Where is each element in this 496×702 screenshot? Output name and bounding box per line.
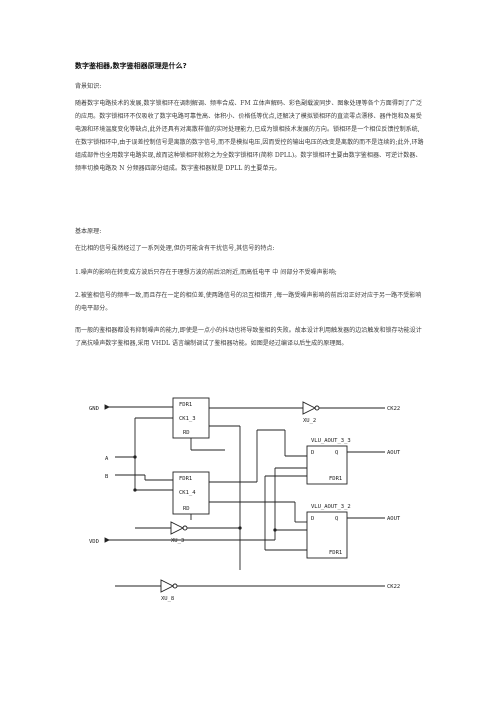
list-item-2: 2.被鉴相信号的频率一致,而且存在一定的相位差,使两路信号的沿互相错开 ,每一路… — [75, 292, 422, 312]
article-title: 数字鉴相器,数字鉴相器原理是什么? — [75, 62, 187, 70]
inverter-xu3: XU_3 — [170, 521, 188, 544]
svg-text:CK1_3: CK1_3 — [179, 416, 196, 422]
flip-flop-2: FDR1 CK1_4 RD — [172, 471, 210, 515]
svg-text:RD: RD — [183, 430, 190, 436]
svg-text:XU_8: XU_8 — [161, 596, 174, 602]
svg-text:Q: Q — [335, 516, 338, 522]
svg-text:D: D — [311, 516, 314, 522]
flip-flop-1: FDR1 CK1_3 RD — [172, 397, 210, 439]
svg-text:XU_3: XU_3 — [171, 538, 184, 544]
paragraph-conclusion: 而一般的鉴相器都没有抑制噪声的能力,即使是一点小的抖动也将导致鉴相的失败。故本设… — [75, 327, 422, 347]
label-input-b: B — [105, 474, 109, 480]
wire-input-a — [115, 417, 173, 491]
svg-text:FDR1: FDR1 — [329, 550, 342, 556]
svg-text:RD: RD — [183, 506, 190, 512]
paragraph-background: 随着数字电路技术的发展,数字锁相环在调制解调、频率合成、FM 立体声解码、彩色副… — [75, 100, 424, 172]
svg-text:FDR1: FDR1 — [179, 476, 192, 482]
svg-text:VLU_AOUT_3_3: VLU_AOUT_3_3 — [311, 438, 351, 444]
label-input-a: A — [105, 456, 109, 462]
wire-gnd — [104, 404, 173, 410]
heading-basic-principle: 基本原理: — [75, 228, 102, 235]
wire-input-b — [115, 474, 173, 481]
wire-interconnect — [133, 425, 307, 570]
label-output-bout: AOUT — [387, 516, 401, 522]
list-item-1: 1.噪声的影响在转变成方波后只存在于理想方波的前后沿附近,而高低电平 中 间部分… — [75, 269, 337, 276]
flip-flop-3: VLU_AOUT_3_3 D Q FDR1 — [306, 438, 351, 485]
svg-text:FDR1: FDR1 — [179, 402, 192, 408]
phase-detector-schematic: GND A B VDD FDR1 CK1_3 RD FDR1 CK1_4 RD — [89, 397, 401, 602]
svg-text:XU_2: XU_2 — [303, 418, 316, 424]
label-gnd: GND — [89, 406, 99, 412]
svg-text:FDR1: FDR1 — [329, 476, 342, 482]
svg-text:D: D — [311, 450, 314, 456]
wire-vdd — [104, 530, 276, 543]
inverter-xu2: XU_2 — [302, 401, 320, 424]
label-output-ck2: CK22 — [387, 584, 400, 590]
flip-flop-4: VLU_AOUT_3_2 D Q FDR1 — [306, 504, 351, 559]
label-vdd: VDD — [89, 539, 99, 545]
svg-text:CK1_4: CK1_4 — [179, 490, 196, 496]
heading-background: 背景知识: — [75, 83, 102, 90]
label-output-ck: CK22 — [387, 406, 400, 412]
inverter-xu8: XU_8 — [160, 579, 178, 602]
svg-text:VLU_AOUT_3_2: VLU_AOUT_3_2 — [311, 504, 351, 510]
label-output-aout: AOUT — [387, 450, 401, 456]
paragraph-basic-principle: 在比相的信号虽然经过了一系列处理,但仍可能含有干扰信号,其信号的特点: — [75, 245, 275, 252]
svg-text:Q: Q — [335, 450, 338, 456]
